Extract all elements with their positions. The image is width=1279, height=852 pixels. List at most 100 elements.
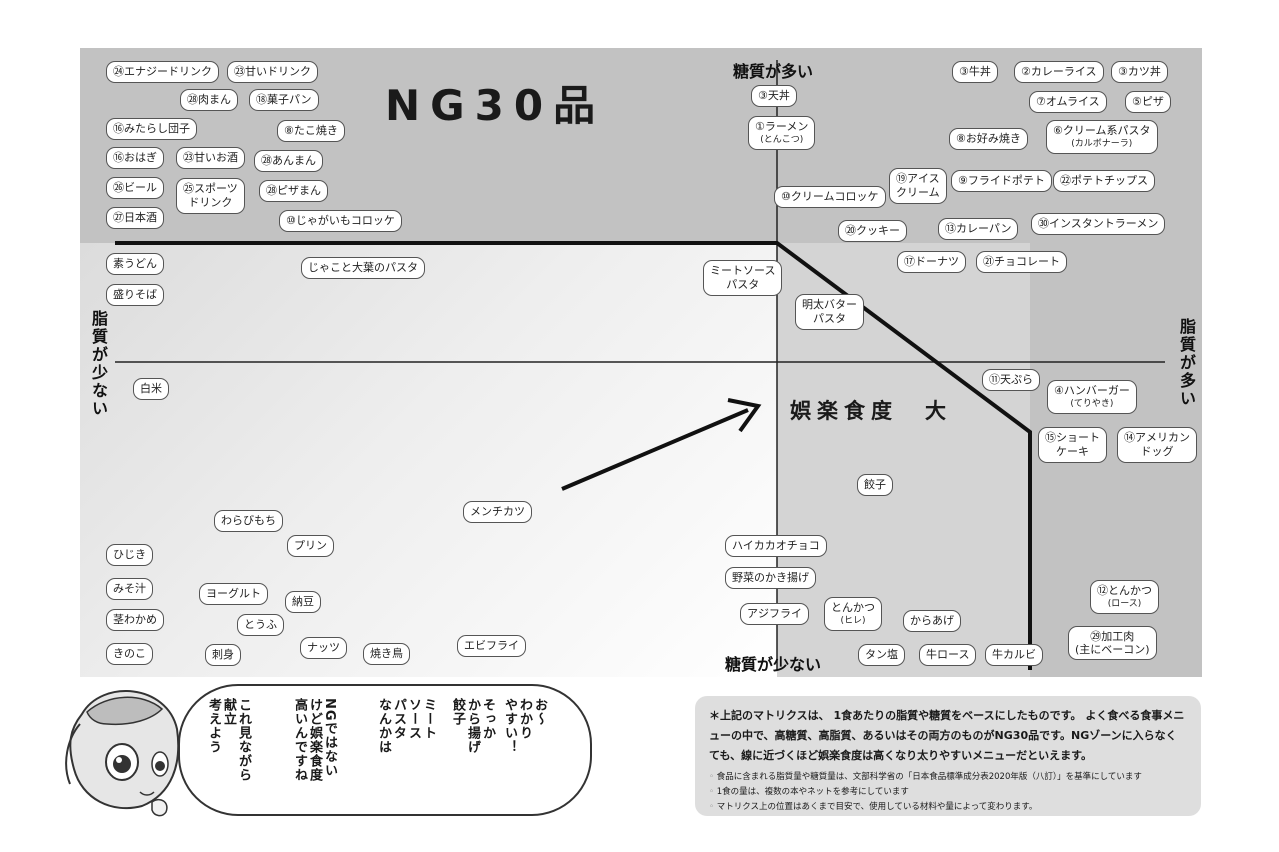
food-item: ⑦オムライス: [1029, 91, 1107, 113]
speech-bubble: お〜 わかり やすい！ そっか から揚げ 餃子 ミート ソース パスタ なんかは…: [178, 684, 592, 816]
food-item: からあげ: [903, 610, 961, 632]
food-item-label: とんかつ: [831, 601, 875, 614]
food-item: ㉑チョコレート: [976, 251, 1067, 273]
speech-line: ミート ソース パスタ なんかは: [376, 698, 436, 754]
food-item: エビフライ: [457, 635, 526, 657]
food-item: アジフライ: [740, 603, 809, 625]
food-item: 素うどん: [106, 253, 164, 275]
notes-main: ＊上記のマトリクスは、 1食あたりの脂質や糖質をベースにしたものです。 よく食べ…: [709, 709, 1185, 762]
food-item: ㉙加工肉 (主にベーコン): [1068, 626, 1157, 660]
food-item: ㉔エナジードリンク: [106, 61, 219, 83]
food-item: ⑱菓子パン: [249, 89, 319, 111]
food-item: ⑤ピザ: [1125, 91, 1171, 113]
food-item: ㉖ビール: [106, 177, 164, 199]
food-item: ⑨フライドポテト: [951, 170, 1052, 192]
food-item-sub: (ヒレ): [840, 616, 866, 626]
food-item: ②カレーライス: [1014, 61, 1104, 83]
speech-line: NGではない けど娯楽食度 高いんですね: [292, 698, 337, 782]
food-item-sub: (カルボナーラ): [1071, 139, 1133, 149]
food-item: 盛りそば: [106, 284, 164, 306]
food-item: ナッツ: [300, 637, 347, 659]
food-item-sub: (主にベーコン): [1075, 643, 1150, 656]
food-item: 白米: [133, 378, 169, 400]
food-item: 刺身: [205, 644, 241, 666]
food-item: ㉓甘いドリンク: [227, 61, 318, 83]
food-item: 焼き鳥: [363, 643, 410, 665]
axis-left-label: 脂質が少ない: [89, 310, 108, 418]
food-item-sub: (とんこつ): [760, 135, 804, 145]
notes-sub-item: マトリクス上の位置はあくまで目安で、使用している材料や量によって変わります。: [709, 800, 1187, 815]
food-item: ⑭アメリカン ドッグ: [1117, 427, 1197, 463]
food-item: ㉘ピザまん: [259, 180, 328, 202]
speech-line: これ見ながら 献立 考えよう: [206, 698, 251, 782]
food-item-sub: (てりやき): [1070, 399, 1114, 409]
food-item: ①ラーメン (とんこつ): [748, 116, 816, 150]
food-item-label: ④ハンバーガー: [1054, 384, 1130, 397]
food-item: 牛カルビ: [985, 644, 1043, 666]
food-item: ㉘あんまん: [254, 150, 323, 172]
ng-boundary-line: [115, 241, 1032, 670]
food-item: ⑯みたらし団子: [106, 118, 197, 140]
food-item: ③天丼: [751, 85, 797, 107]
food-item: ⑪天ぷら: [982, 369, 1040, 391]
food-item: ⑰ドーナツ: [897, 251, 966, 273]
food-item: 餃子: [857, 474, 893, 496]
food-item: わらびもち: [214, 510, 283, 532]
notes-box: ＊上記のマトリクスは、 1食あたりの脂質や糖質をベースにしたものです。 よく食べ…: [695, 696, 1201, 816]
food-item: ⑧たこ焼き: [277, 120, 345, 142]
food-item: ⑯おはぎ: [106, 147, 164, 169]
character-illustration: [65, 690, 180, 817]
axis-right-label: 脂質が多い: [1177, 318, 1196, 408]
food-item: ⑩じゃがいもコロッケ: [279, 210, 402, 232]
food-item: ㉗日本酒: [106, 207, 164, 229]
food-item: ⑧お好み焼き: [949, 128, 1028, 150]
food-item: ③牛丼: [952, 61, 998, 83]
food-item-label: ⑫とんかつ: [1097, 584, 1152, 597]
food-item: 牛ロース: [919, 644, 977, 666]
food-item: ④ハンバーガー (てりやき): [1047, 380, 1137, 414]
notes-sub-item: 食品に含まれる脂質量や糖質量は、文部科学省の「日本食品標準成分表2020年版（八…: [709, 770, 1187, 785]
food-item: ㉘肉まん: [180, 89, 238, 111]
food-item: 納豆: [285, 591, 321, 613]
food-item: ㉚インスタントラーメン: [1031, 213, 1166, 235]
food-item: ハイカカオチョコ: [725, 535, 827, 557]
food-item: ⑳クッキー: [838, 220, 907, 242]
speech-line: お〜 わかり やすい！: [502, 698, 547, 754]
food-item: ⑲アイス クリーム: [889, 168, 947, 204]
axis-top-label: 糖質が多い: [733, 62, 814, 81]
food-item: メンチカツ: [463, 501, 532, 523]
food-item: 野菜のかき揚げ: [725, 567, 816, 589]
food-item: とんかつ (ヒレ): [824, 597, 882, 631]
food-item: ヨーグルト: [199, 583, 268, 605]
notes-sub-list: 食品に含まれる脂質量や糖質量は、文部科学省の「日本食品標準成分表2020年版（八…: [709, 770, 1187, 815]
food-item: ひじき: [106, 544, 153, 566]
notes-sub-item: 1食の量は、複数の本やネットを参考にしています: [709, 785, 1187, 800]
food-item: ⑫とんかつ (ロース): [1090, 580, 1159, 614]
food-item-sub: (ロース): [1107, 599, 1142, 609]
food-item: 茎わかめ: [106, 609, 164, 631]
food-item: ⑥クリーム系パスタ (カルボナーラ): [1046, 120, 1158, 154]
food-item: ③カツ丼: [1111, 61, 1168, 83]
food-item-label: ㉙加工肉: [1090, 630, 1135, 643]
fun-arrow-head: [727, 398, 762, 433]
food-item: プリン: [287, 535, 334, 557]
food-item: みそ汁: [106, 578, 153, 600]
food-item: じゃこと大葉のパスタ: [301, 257, 425, 279]
food-item: きのこ: [106, 643, 153, 665]
food-item: ㉕スポーツ ドリンク: [176, 178, 245, 214]
fun-arrow-shaft: [561, 408, 749, 491]
page-title: NG30品: [385, 81, 606, 130]
speech-line: そっか から揚げ 餃子: [450, 698, 495, 754]
fun-degree-label: 娯楽食度 大: [790, 399, 952, 423]
food-item: ㉒ポテトチップス: [1053, 170, 1155, 192]
food-item-label: ⑥クリーム系パスタ: [1053, 124, 1151, 137]
safe-zone: [80, 243, 777, 677]
food-item: ⑬カレーパン: [938, 218, 1019, 240]
food-item: ㉓甘いお酒: [176, 147, 245, 169]
food-item: ミートソース パスタ: [703, 260, 783, 296]
food-item: 明太バター パスタ: [795, 294, 864, 330]
food-item: ⑩クリームコロッケ: [774, 186, 886, 208]
food-item: ⑮ショート ケーキ: [1038, 427, 1107, 463]
axis-bottom-label: 糖質が少ない: [725, 655, 822, 674]
